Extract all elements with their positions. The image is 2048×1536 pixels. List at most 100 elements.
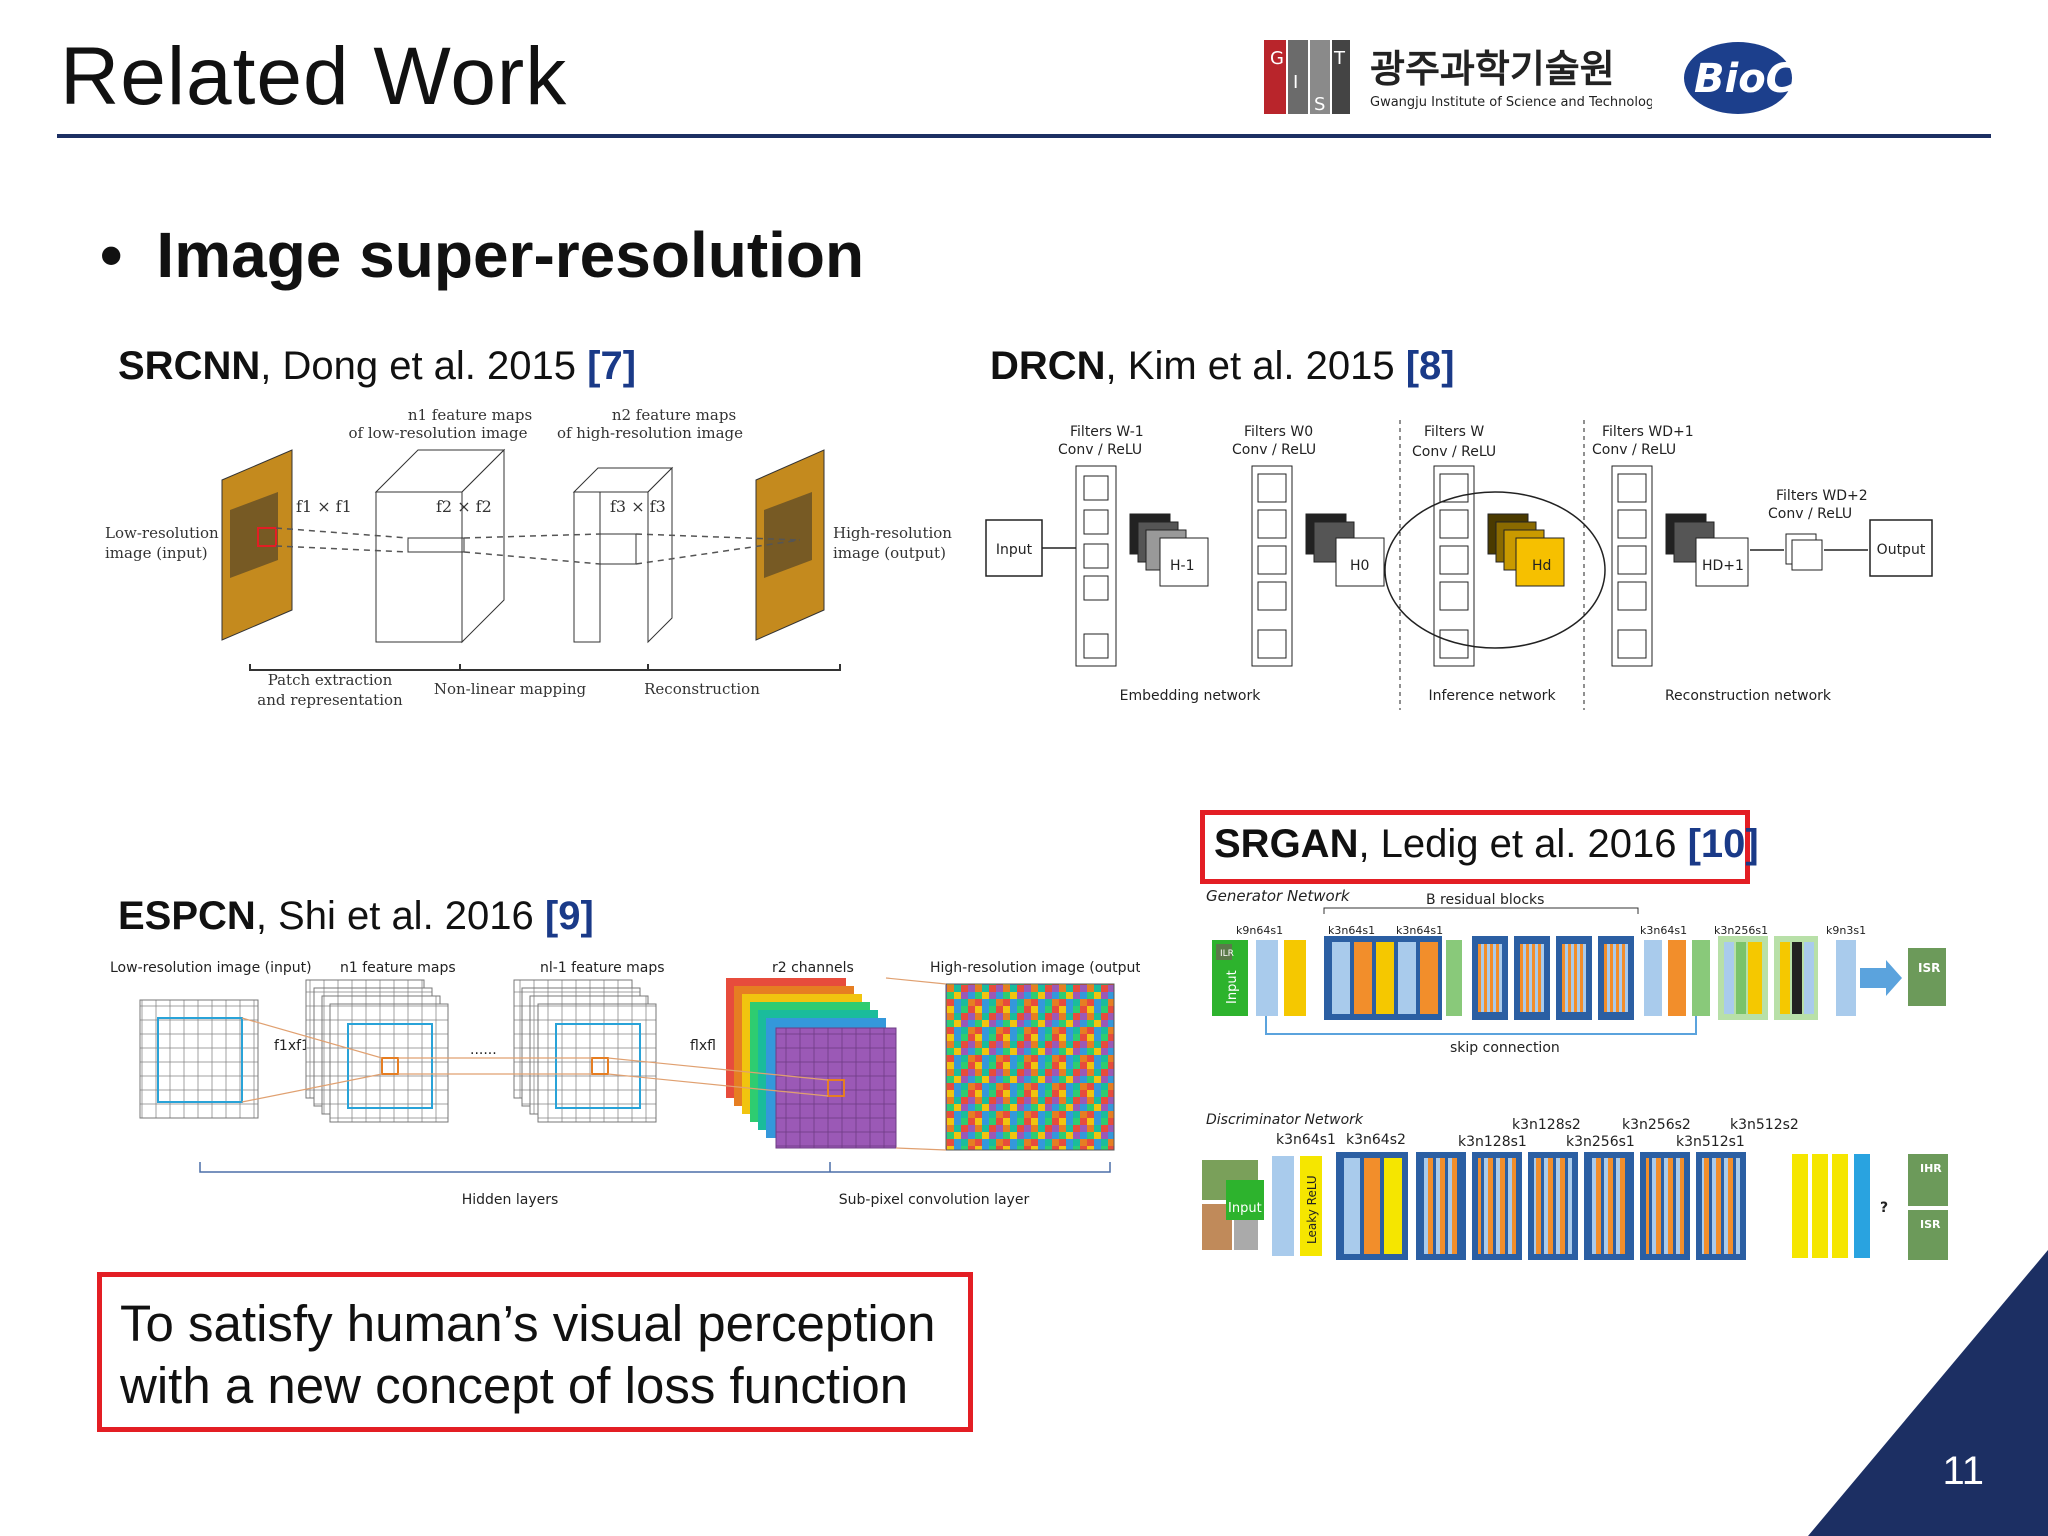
srgan-d-k1: k3n64s1 (1276, 1132, 1336, 1148)
drcn-name: DRCN (990, 344, 1106, 388)
srgan-disc-isr-image (1908, 1210, 1948, 1260)
drcn-author: , Kim et al. 2015 (1105, 344, 1406, 388)
drcn-maps-2 (1305, 513, 1385, 587)
srgan-g-k5: k3n256s1 (1714, 924, 1768, 937)
drcn-f1b: Conv / ReLU (1058, 442, 1142, 458)
srcnn-stage-brackets (249, 664, 841, 671)
srgan-elementwise-sum-2 (1692, 940, 1710, 1016)
srgan-diagram: Generator Network B residual blocks k9n6… (1202, 887, 1948, 1260)
srgan-d-k4: k3n128s2 (1512, 1117, 1581, 1133)
gist-letter-i: I (1293, 72, 1298, 93)
note-box: To satisfy human’s visual perception wit… (97, 1272, 973, 1432)
corner-triangle (1808, 1250, 2048, 1536)
srgan-d-k7: k3n512s1 (1676, 1134, 1745, 1150)
drcn-f3: Filters W (1424, 424, 1484, 440)
srgan-disc-input (1226, 1180, 1264, 1220)
espcn-k1: f1xf1 (274, 1038, 310, 1054)
srgan-caption: SRGAN, Ledig et al. 2016 [10] (1214, 822, 1759, 867)
srgan-g-k1: k9n64s1 (1236, 924, 1283, 937)
srgan-gen-conv-out (1836, 940, 1856, 1016)
srcnn-projection-lines (275, 527, 801, 565)
espcn-ref: [9] (544, 894, 594, 938)
espcn-name: ESPCN (118, 894, 256, 938)
drcn-h0: H0 (1350, 558, 1369, 574)
drcn-f5b: Conv / ReLU (1768, 506, 1852, 522)
gist-letter-s: S (1314, 94, 1325, 115)
drcn-filter-col-4-cells (1617, 473, 1647, 659)
srgan-ref: [10] (1687, 822, 1759, 866)
srgan-g-k6: k9n3s1 (1826, 924, 1866, 937)
drcn-recursion-loop (1384, 491, 1606, 649)
srcnn-label-hr: High-resolution (833, 524, 952, 542)
slide-title: Related Work (60, 31, 568, 122)
drcn-input-label: Input (996, 542, 1033, 558)
gist-logo-graphic: G I S T 광주과학기술원 Gwangju Institute of Sci… (1264, 40, 1662, 115)
gist-korean: 광주과학기술원 (1370, 47, 1615, 91)
srcnn-label-lr: Low-resolution (105, 524, 219, 542)
srcnn-name: SRCNN (118, 344, 261, 388)
srcnn-label-f3: f3 × f3 (610, 497, 666, 516)
espcn-channel-stack (726, 978, 897, 1149)
srgan-disc-dense2 (1832, 1154, 1848, 1258)
espcn-caption: ESPCN, Shi et al. 2016 [9] (118, 894, 594, 939)
espcn-feature-stack-2 (513, 979, 657, 1123)
bullet-text: Image super-resolution (156, 219, 865, 291)
note-line-1: To satisfy human’s visual perception (120, 1295, 936, 1352)
drcn-f2b: Conv / ReLU (1232, 442, 1316, 458)
srcnn-stage3: Reconstruction (644, 680, 760, 698)
drcn-filter-col-2-cells (1257, 473, 1287, 659)
drcn-f5: Filters WD+2 (1776, 488, 1868, 504)
espcn-feature-stack-1 (305, 979, 449, 1123)
srgan-skip-line (1265, 1016, 1697, 1035)
srgan-gen-prelu1 (1284, 940, 1306, 1016)
srgan-gen-conv2 (1644, 940, 1662, 1016)
espcn-l5: High-resolution image (output) (930, 960, 1140, 976)
srgan-disc-question: ? (1880, 1200, 1888, 1216)
espcn-subpixel: Sub-pixel convolution layer (839, 1192, 1030, 1208)
srcnn-author: , Dong et al. 2015 (260, 344, 588, 388)
drcn-maps-1 (1129, 513, 1209, 587)
srgan-gen-arrow (1860, 960, 1902, 996)
srgan-disc-leaky1 (1300, 1156, 1322, 1256)
srcnn-label-n1-sub: of low-resolution image (348, 424, 527, 442)
srcnn-label-lr2: image (input) (105, 544, 208, 562)
srcnn-label-hr2: image (output) (833, 544, 946, 562)
srcnn-block2-patch (599, 533, 637, 565)
srgan-d-k3: k3n128s1 (1458, 1134, 1527, 1150)
srcnn-label-n1: n1 feature maps (408, 406, 532, 424)
gist-letter-t: T (1333, 48, 1346, 69)
srcnn-ref: [7] (587, 344, 637, 388)
drcn-dividers (1399, 420, 1585, 710)
srgan-isr-image (1908, 948, 1946, 1006)
srgan-disc-sigmoid (1854, 1154, 1870, 1258)
srgan-g-k4: k3n64s1 (1640, 924, 1687, 937)
gist-logo: G I S T 광주과학기술원 Gwangju Institute of Sci… (1262, 36, 1662, 118)
srcnn-stage1b: and representation (257, 691, 403, 709)
espcn-lr-grid (139, 999, 259, 1119)
srgan-disc-conv (1272, 1156, 1294, 1256)
espcn-lr-window (157, 1017, 243, 1103)
srgan-author: , Ledig et al. 2016 (1358, 822, 1688, 866)
srgan-g-k2: k3n64s1 (1328, 924, 1375, 937)
espcn-l4: r2 channels (772, 960, 854, 976)
espcn-l1: Low-resolution image (input) (110, 960, 312, 976)
srcnn-diagram: n1 feature maps of low-resolution image … (105, 406, 952, 709)
srgan-gen-input-label: Input (1225, 970, 1240, 1004)
drcn-ref: [8] (1405, 344, 1455, 388)
drcn-h1: H-1 (1170, 558, 1195, 574)
bullet-item: •Image super-resolution (100, 218, 864, 292)
espcn-k2: flxfl (690, 1038, 716, 1054)
espcn-l3: nl-1 feature maps (540, 960, 665, 976)
biocomputing-text: BioComputing (1694, 56, 2000, 102)
espcn-connection-lines (241, 977, 947, 1151)
note-line-2: with a new concept of loss function (120, 1357, 909, 1414)
srgan-res-blocks-more (1472, 936, 1634, 1020)
srcnn-label-n2-sub: of high-resolution image (557, 424, 743, 442)
drcn-f1: Filters W-1 (1070, 424, 1144, 440)
drcn-net2: Inference network (1428, 688, 1556, 704)
srcnn-block2-front (573, 491, 601, 643)
srgan-ilr-label: ILR (1220, 949, 1234, 959)
espcn-l2: n1 feature maps (340, 960, 456, 976)
